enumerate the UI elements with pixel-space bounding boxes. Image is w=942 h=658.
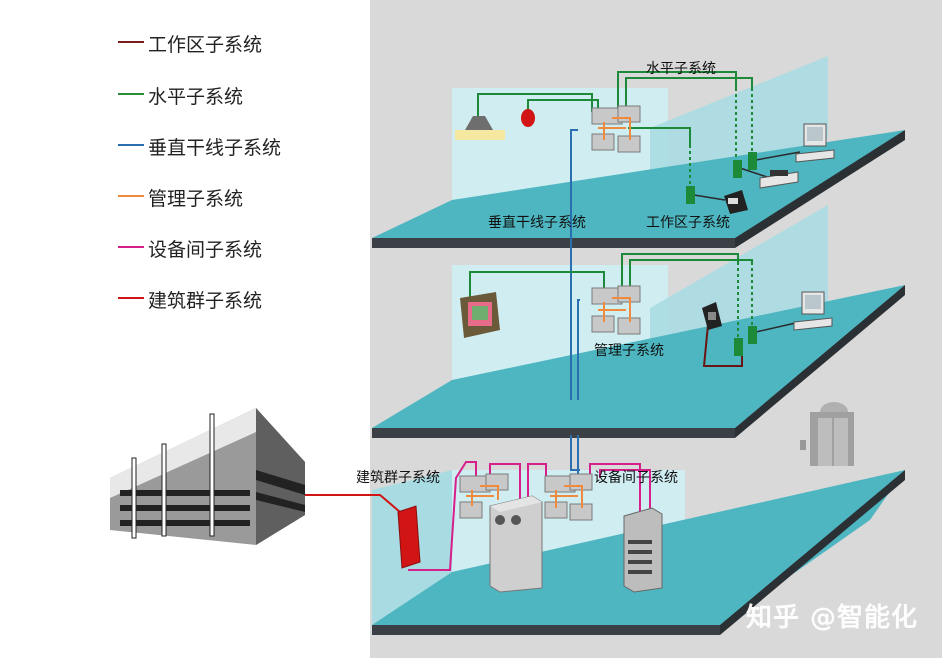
campus-cable [298,494,401,513]
label-work-area: 工作区子系统 [646,215,730,231]
label-management: 管理子系统 [594,343,664,359]
outlet-icon [686,186,695,204]
floor-1-slab-edge [372,625,720,635]
legend-label: 垂直干线子系统 [148,137,282,159]
floor-1-patch-panel-left [459,473,509,519]
campus-building-icon [110,408,305,545]
label-backbone: 垂直干线子系统 [488,215,586,231]
legend-line [118,297,144,299]
legend: 工作区子系统 水平子系统 垂直干线子系统 管理子系统 设备间子系统 建筑群子系统 [0,0,360,330]
elevator-icon [800,402,854,466]
legend-label: 管理子系统 [148,188,244,210]
floor-1-equipment [298,461,663,593]
floor-2-slab-side [735,285,905,438]
campus-distribution-frame [397,505,421,569]
rack-cabinet [623,507,663,593]
legend-line [118,246,144,248]
floor-2-slab-top [372,285,905,428]
server-cabinet [489,495,543,593]
phone-icon [724,190,748,214]
outlet-icon [734,338,743,356]
floor-2-patch-panel [591,285,641,335]
floor-3-slab-side [735,130,905,248]
lamp-icon [465,116,493,130]
legend-line [118,195,144,197]
legend-line [118,41,144,43]
outlet-icon [733,160,742,178]
fax-icon [702,302,722,330]
floor-2-slab-edge [372,428,735,438]
floor-1-patch-panel-right [544,473,593,521]
label-equipment-room: 设备间子系统 [594,470,678,486]
legend-line [118,144,144,146]
outlet-icon [748,152,757,170]
printer-icon [759,170,799,189]
label-horizontal: 水平子系统 [646,61,716,77]
floor-3-slab-edge [372,238,735,248]
legend-line [118,93,144,95]
watermark: 知乎 @智能化 [745,603,918,633]
floor-3-patch-panel [591,105,641,153]
legend-label: 建筑群子系统 [148,290,263,312]
legend-label: 设备间子系统 [148,239,263,261]
label-campus: 建筑群子系统 [356,470,440,486]
legend-label: 水平子系统 [148,86,244,108]
backbone-cables [570,129,580,475]
computer-icon [795,123,835,163]
alarm-icon [521,109,535,127]
floor-1-slab-side [720,470,905,635]
legend-label: 工作区子系统 [148,34,263,56]
floor-2-equipment [460,253,854,466]
computer-icon [793,291,833,331]
outlet-icon [748,326,757,344]
camera-icon [460,292,500,338]
floor-3-equipment [455,71,835,214]
floor-2 [372,205,905,438]
